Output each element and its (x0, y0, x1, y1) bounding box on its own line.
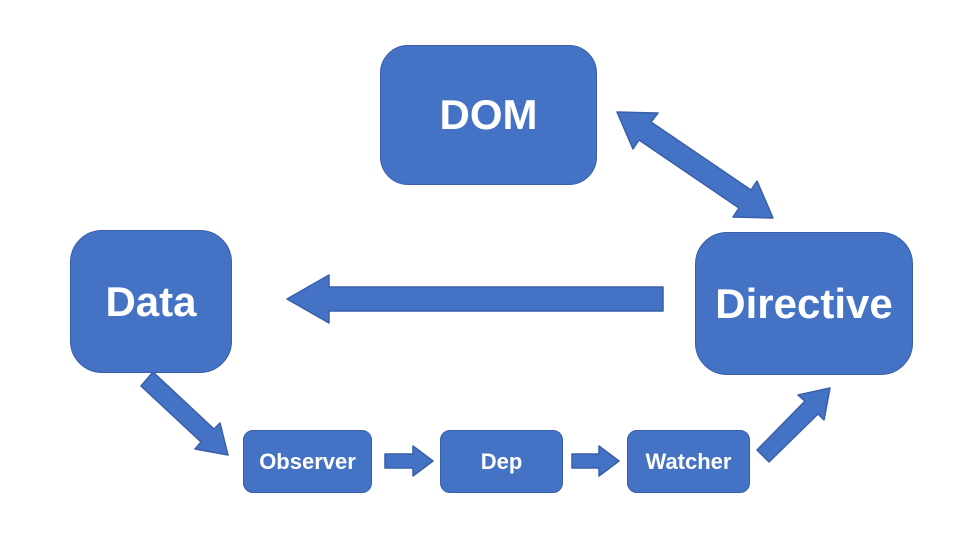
watcher-directive-arrow-icon (756, 387, 831, 463)
node-data: Data (70, 230, 232, 373)
node-watcher-label: Watcher (645, 448, 732, 474)
node-dom-label: DOM (439, 91, 538, 138)
dep-watcher-arrow-icon (571, 445, 620, 477)
dom-directive-double-arrow-icon (616, 111, 774, 219)
node-data-label: Data (105, 277, 197, 325)
data-observer-arrow-icon (140, 371, 229, 456)
node-observer: Observer (243, 430, 372, 493)
node-watcher: Watcher (627, 430, 750, 493)
node-directive-label: Directive (715, 279, 893, 327)
node-observer-label: Observer (259, 448, 356, 474)
node-directive: Directive (695, 232, 913, 375)
node-dom: DOM (380, 45, 597, 185)
node-dep: Dep (440, 430, 563, 493)
observer-dep-arrow-icon (384, 445, 434, 477)
directive-data-arrow-icon (286, 274, 664, 324)
node-dep-label: Dep (480, 448, 523, 474)
